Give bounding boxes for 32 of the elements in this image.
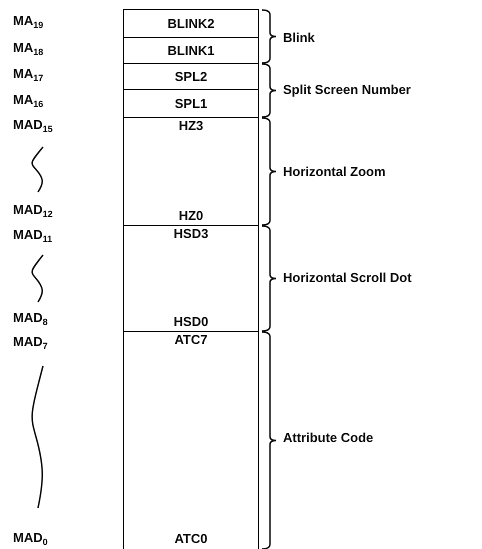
register-field [123, 63, 259, 90]
bit-name: HSD3 [174, 226, 208, 241]
register-field [123, 89, 259, 118]
address-line-label: MA$_{18}$ [13, 40, 44, 59]
bit-name: ATC7 [174, 332, 208, 347]
field-label: Split Screen Number [283, 82, 411, 97]
field-label: Horizontal Zoom [283, 164, 386, 179]
bit-name: SPL2 [174, 68, 208, 84]
address-line-label: MAD$_{0}$ [13, 530, 48, 549]
address-line-label: MAD$_{7}$ [13, 334, 48, 353]
address-line-label: MAD$_{12}$ [13, 202, 53, 221]
address-line-label: MA$_{19}$ [13, 13, 44, 32]
bit-name: HZ3 [178, 118, 204, 133]
register-field [123, 117, 259, 226]
bit-name: SPL1 [174, 96, 208, 110]
register-field [123, 331, 259, 549]
field-label: Horizontal Scroll Dot [283, 270, 412, 285]
address-line-label: MAD$_{11}$ [13, 227, 52, 246]
bit-name: ATC0 [174, 531, 208, 546]
address-line-label: MAD$_{15}$ [13, 117, 53, 136]
field-label: Attribute Code [283, 430, 374, 445]
bit-name: HZ0 [178, 208, 204, 223]
bit-name: BLINK2 [168, 16, 214, 30]
bit-name: HSD0 [174, 314, 208, 329]
register-field [123, 9, 259, 38]
bit-name: BLINK1 [168, 42, 214, 58]
register-field [123, 37, 259, 64]
address-line-label: MA$_{17}$ [13, 66, 44, 85]
address-line-label: MAD$_{8}$ [13, 310, 48, 329]
register-field [123, 225, 259, 332]
address-line-label: MA$_{16}$ [13, 92, 44, 111]
field-label: Blink [283, 30, 315, 45]
